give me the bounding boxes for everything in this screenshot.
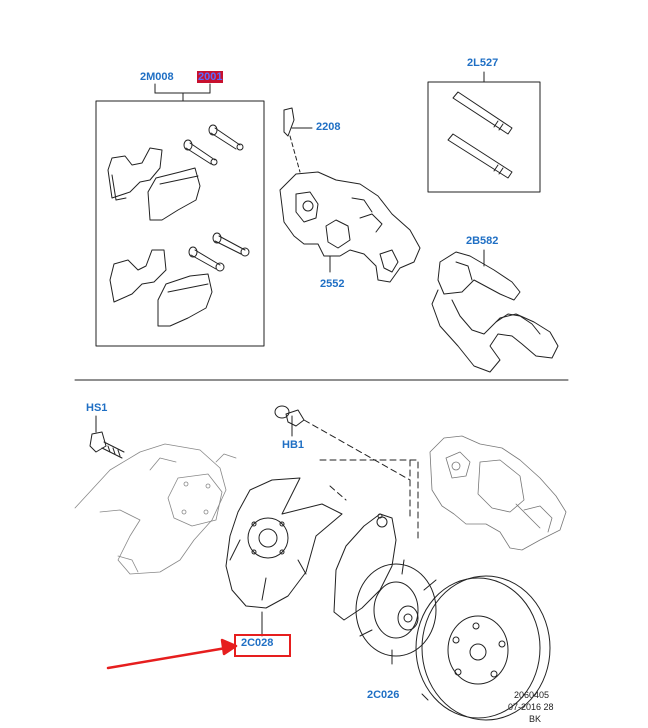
diagram-date: 07-2016 28: [508, 702, 554, 712]
hub-bolt-part: [89, 415, 125, 459]
diagram-code: 2060405: [514, 690, 550, 700]
hb1-bolt-part: [274, 405, 411, 521]
part-label-2208[interactable]: 2208: [316, 121, 341, 133]
guide-pin-kit-group: [427, 71, 541, 193]
part-label-2001[interactable]: 2001: [197, 71, 224, 83]
part-label-2552[interactable]: 2552: [320, 278, 345, 290]
bleed-screw-part: [283, 107, 313, 173]
wheel-hub-part: [333, 513, 437, 665]
part-label-2l527[interactable]: 2L527: [467, 57, 499, 69]
diagram-suffix: BK: [529, 714, 542, 724]
assembly-guide-lines: [319, 459, 421, 541]
red-indicator-arrow: [106, 638, 238, 670]
caliper-bracket-part: [431, 249, 559, 373]
caliper-assembly-part: [429, 435, 567, 551]
part-label-2c026[interactable]: 2C026: [367, 689, 400, 701]
part-label-2m008[interactable]: 2M008: [140, 71, 174, 83]
part-label-hs1[interactable]: HS1: [86, 402, 108, 414]
highlight-box-2c028: [234, 634, 291, 657]
part-label-2b582[interactable]: 2B582: [466, 235, 499, 247]
brake-disc-part: [415, 575, 551, 721]
dust-shield-part: [225, 477, 343, 637]
part-label-2c028[interactable]: 2C028: [241, 637, 274, 649]
steering-knuckle-part: [74, 443, 237, 575]
brake-pad-kit-group: [95, 83, 265, 347]
part-label-hb1[interactable]: HB1: [282, 439, 305, 451]
caliper-part: [279, 171, 421, 283]
